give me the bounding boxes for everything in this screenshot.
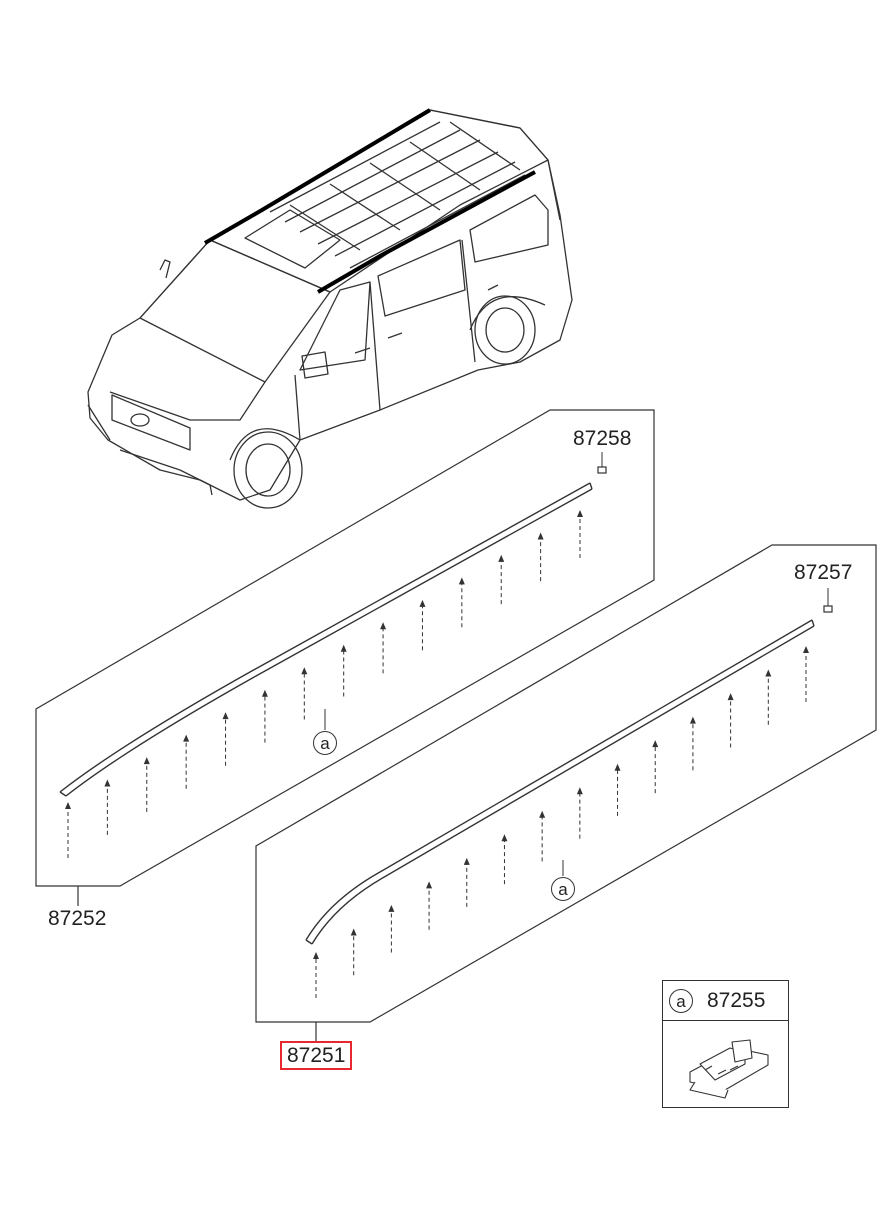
upper-clip-arrow-head: [104, 779, 111, 787]
upper-clip-arrow-head: [340, 644, 347, 652]
lower-clip-arrow-head: [652, 740, 659, 748]
upper-clip-arrow-head: [222, 712, 229, 720]
upper-clip-arrow-head: [458, 577, 465, 585]
lower-clip-arrow-head: [313, 952, 319, 959]
legend-header: a 87255: [663, 981, 788, 1021]
legend-box: a 87255: [662, 980, 789, 1108]
lower-clip-arrow-head: [689, 716, 696, 724]
lower-clip-arrow-head: [539, 810, 546, 818]
lower-clip-arrow-head: [388, 904, 395, 912]
upper-clip-arrow-head: [301, 667, 308, 675]
lower-clip-arrows: [313, 646, 809, 998]
callout-a-upper: a: [313, 731, 337, 755]
upper-molding-panel: [35, 409, 655, 906]
upper-clip-arrow-head: [261, 689, 268, 697]
callout-a-lower: a: [551, 877, 575, 901]
lower-molding-panel: [255, 544, 877, 1042]
lower-clip-arrow-head: [803, 646, 809, 653]
lower-clip-arrow-head: [765, 669, 772, 677]
lower-clip-arrow-head: [501, 834, 508, 842]
lower-clip-arrow-head: [576, 787, 583, 795]
part-label-87255[interactable]: 87255: [707, 989, 766, 1012]
upper-clip-arrows: [65, 510, 583, 858]
upper-clip-arrow-head: [498, 554, 505, 562]
upper-clip-arrow-head: [183, 734, 190, 742]
upper-clip-arrow-head: [380, 622, 387, 630]
part-label-87257[interactable]: 87257: [794, 561, 853, 584]
part-label-87258[interactable]: 87258: [573, 427, 632, 450]
upper-clip-arrow-head: [577, 510, 583, 517]
upper-clip-arrow-head: [419, 599, 426, 607]
lower-molding-strip: [305, 588, 833, 945]
lower-clip-arrow-head: [463, 857, 470, 865]
lower-clip-arrow-head: [614, 763, 621, 771]
lower-clip-arrow-head: [350, 928, 357, 936]
van-illustration: [87, 108, 573, 509]
legend-callout-a: a: [669, 989, 693, 1013]
upper-clip-arrow-head: [143, 757, 150, 765]
part-label-87251[interactable]: 87251: [280, 1041, 353, 1070]
upper-clip-arrow-head: [537, 532, 544, 540]
lower-clip-arrow-head: [727, 693, 734, 701]
clip-87255-drawing: [689, 1039, 769, 1099]
upper-clip-arrow-head: [65, 802, 71, 809]
upper-molding-strip: [59, 452, 607, 797]
lower-clip-arrow-head: [426, 881, 433, 889]
part-label-87252[interactable]: 87252: [48, 907, 107, 930]
